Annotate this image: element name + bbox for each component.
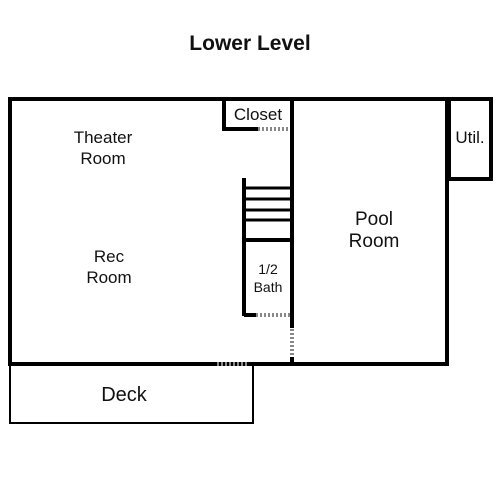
theater-room-label-line2: Room <box>80 149 125 168</box>
closet-label: Closet <box>234 105 282 124</box>
floor-plan-title: Lower Level <box>189 32 311 55</box>
pool-room-label-line2: Room <box>349 231 400 252</box>
pool-room-label-line1: Pool <box>355 209 393 230</box>
half-bath-label-line2: Bath <box>254 279 283 295</box>
rec-room-label-line2: Room <box>86 268 131 287</box>
rec-room-label-line1: Rec <box>94 247 125 266</box>
stairs <box>244 186 292 222</box>
deck-outline <box>9 364 254 424</box>
main-level-outline <box>8 97 449 366</box>
utility-room-outline <box>447 97 493 181</box>
util-label: Util. <box>455 128 484 147</box>
deck-label: Deck <box>101 384 148 406</box>
half-bath-label-line1: 1/2 <box>258 261 278 277</box>
closet-wall <box>222 99 258 131</box>
theater-room-label-line1: Theater <box>74 128 133 147</box>
